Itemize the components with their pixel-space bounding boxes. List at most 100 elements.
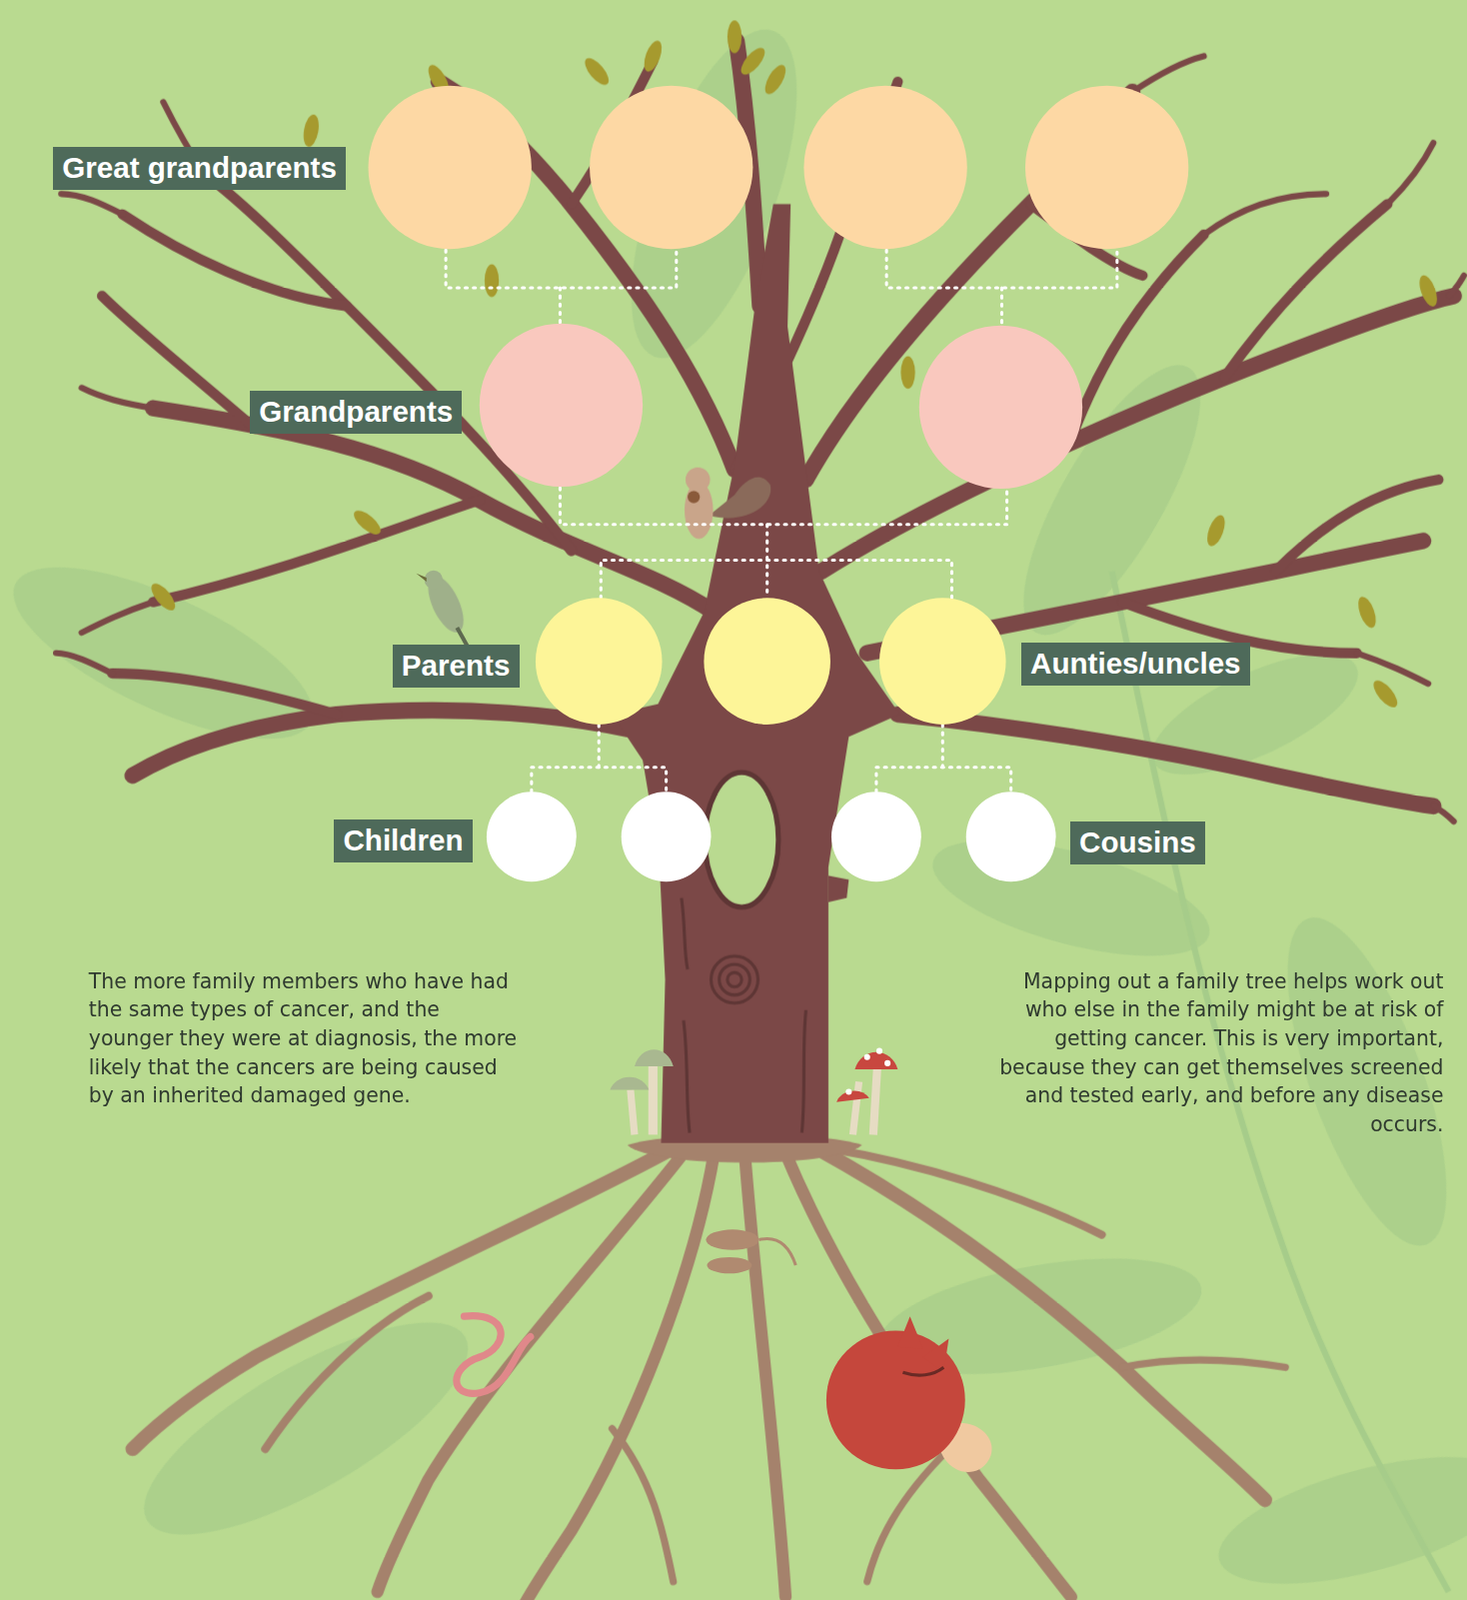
small-leaf (727, 19, 742, 53)
background-leaf (921, 816, 1222, 980)
mushroom (609, 1048, 898, 1136)
parent-circle (535, 597, 663, 725)
label-text: Children (342, 823, 463, 859)
trunk-stub (828, 875, 849, 903)
mushroom (630, 1089, 635, 1135)
root (520, 1153, 715, 1600)
child-circle (486, 791, 1057, 882)
mushroom (634, 1049, 674, 1067)
branch (55, 652, 112, 673)
small-leaf (300, 112, 321, 148)
parent-circle (703, 597, 831, 725)
trunk-rings (681, 898, 688, 970)
great-grandparent-circle (803, 85, 967, 249)
trunk-rings (719, 964, 751, 996)
small-leaf (640, 37, 666, 74)
root (264, 1296, 428, 1450)
trunk-rings (727, 972, 742, 987)
child-circle (486, 791, 577, 882)
mushroom (609, 1077, 649, 1091)
small-leaf (760, 61, 790, 97)
grandparent-circle (479, 323, 1083, 489)
family-link (559, 487, 1007, 525)
child-circle (621, 791, 712, 882)
mushroom (852, 1081, 859, 1135)
trunk-rings (711, 956, 759, 1004)
branch (1224, 203, 1388, 378)
generation-label: Great grandparents (52, 146, 346, 190)
fox (826, 1316, 993, 1472)
root (377, 1153, 684, 1592)
bird (416, 570, 472, 654)
branch (101, 295, 255, 429)
branch (897, 714, 1434, 807)
great-grandparent-circle (368, 85, 1190, 249)
label-text: Parents (401, 648, 511, 684)
small-leaf (1369, 676, 1402, 711)
branch (821, 295, 1455, 572)
generation-label: Cousins (1070, 821, 1206, 865)
mouse (706, 1257, 752, 1274)
background-leaf (1206, 1431, 1467, 1600)
mouse (705, 1229, 759, 1250)
family-link (445, 249, 1118, 792)
trunk-hole (704, 772, 779, 908)
branch (111, 673, 337, 715)
trunk-rings (681, 898, 807, 1134)
child-circle (966, 791, 1057, 882)
branch (1132, 55, 1204, 92)
squirrel (685, 467, 711, 493)
branch (1071, 234, 1205, 439)
mushroom (854, 1052, 898, 1070)
family-link (600, 560, 952, 599)
mouse (705, 1229, 796, 1274)
root (826, 1148, 1103, 1236)
family-link (1000, 287, 1004, 327)
family-link (886, 249, 1118, 288)
mushroom (845, 1088, 852, 1095)
label-text: Great grandparents (61, 150, 337, 186)
branch (1357, 652, 1429, 684)
mushroom (648, 1066, 658, 1135)
branch (152, 499, 480, 602)
branch (81, 601, 153, 633)
mushroom (884, 1060, 891, 1067)
great-grandparent-circle (1025, 85, 1189, 249)
mushroom (836, 1090, 870, 1102)
label-text: Grandparents (258, 394, 453, 430)
generation-label: Grandparents (249, 390, 462, 434)
small-leaf (900, 355, 915, 389)
bird (420, 570, 471, 638)
branch (81, 387, 153, 408)
small-leaf (736, 43, 769, 78)
family-link (558, 287, 562, 325)
small-leaf (1416, 272, 1442, 309)
great-grandparent-circle (589, 85, 753, 249)
family-link (531, 767, 667, 793)
small-leaf (484, 263, 499, 297)
mouse (759, 1239, 797, 1267)
parent-circle (879, 597, 1007, 725)
branch (1449, 275, 1465, 296)
root (132, 1148, 674, 1450)
generation-label: Parents (392, 644, 520, 688)
branch (132, 710, 654, 776)
bird (416, 573, 427, 582)
background-leaf (0, 9, 1467, 1600)
fox (826, 1330, 966, 1469)
small-leaf (1204, 512, 1230, 549)
branch (60, 193, 122, 214)
small-leaf (1355, 594, 1381, 631)
mushroom (873, 1066, 878, 1135)
fox (923, 1339, 950, 1374)
root (816, 1148, 1266, 1500)
trunk-rings (801, 1010, 806, 1134)
child-circle (831, 791, 922, 882)
root (1122, 1360, 1286, 1369)
fox (902, 1367, 944, 1376)
family-link (941, 724, 945, 768)
bird (424, 570, 443, 589)
branch (1275, 479, 1439, 572)
